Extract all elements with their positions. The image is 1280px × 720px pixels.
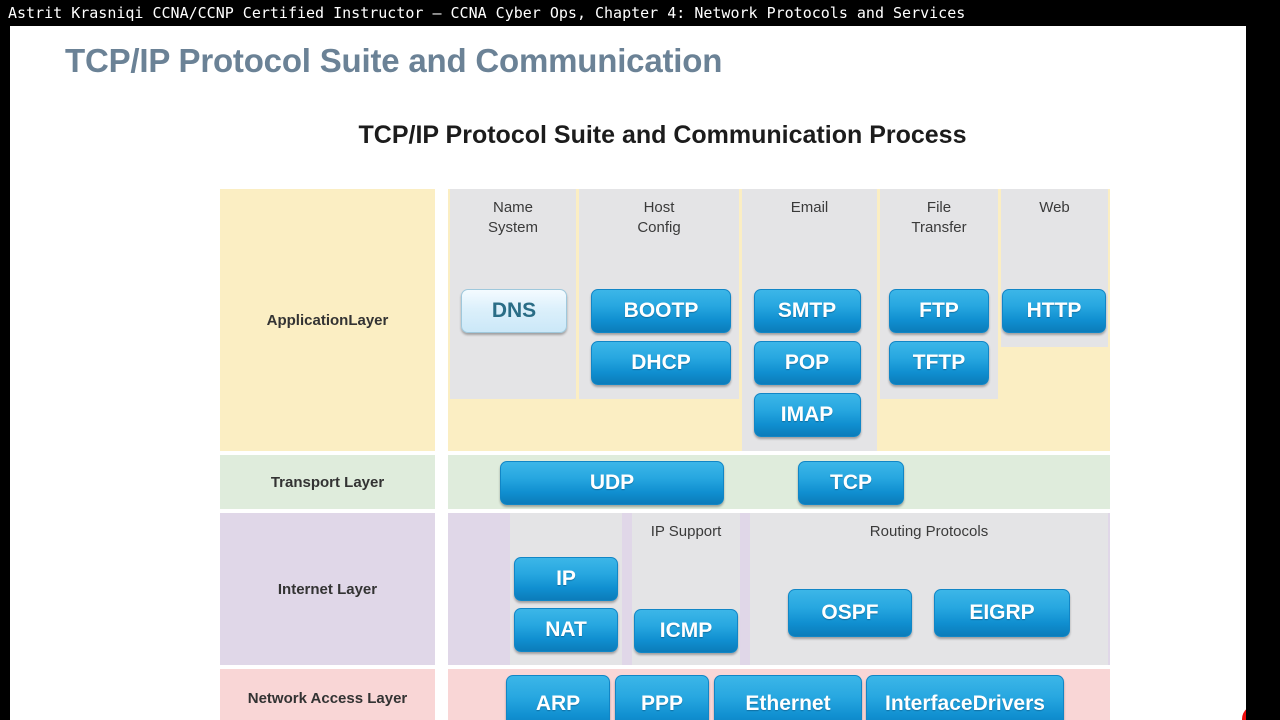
chip-label-line: OSPF (821, 600, 879, 624)
chip-label-line: POP (784, 350, 830, 374)
chip-label-line: NAT (545, 617, 587, 641)
protocol-chip-icmp[interactable]: ICMP (634, 609, 738, 653)
layer-label-internet: Internet Layer (220, 513, 435, 665)
protocol-group-caption: Routing Protocols (750, 522, 1108, 542)
chip-label-line: DHCP (631, 350, 691, 374)
page-title: TCP/IP Protocol Suite and Communication (65, 42, 723, 79)
chip-label-line: HTTP (1026, 298, 1082, 322)
chip-label-line: IP (556, 566, 576, 590)
protocol-chip-eigrp[interactable]: EIGRP (934, 589, 1070, 637)
caption-line: Transfer (911, 218, 967, 236)
layer-label-network-access: Network Access Layer (220, 669, 435, 720)
layer-body-transport: UDP TCP (448, 455, 1110, 509)
chip-label-line: Ethernet (745, 691, 831, 715)
recording-title-bar: Astrit Krasniqi CCNA/CCNP Certified Inst… (0, 0, 1280, 26)
layer-label-line: Network Access Layer (247, 689, 408, 707)
layer-row-network-access: Network Access Layer ARP PPP Ethernet Interf… (215, 669, 1110, 720)
chip-label-line: EIGRP (969, 600, 1035, 624)
layer-label-line: Layer (348, 311, 389, 329)
chip-label-line: SMTP (777, 298, 837, 322)
slide-canvas: TCP/IP Protocol Suite and Communication … (10, 26, 1246, 720)
protocol-chip-nat[interactable]: NAT (514, 608, 618, 652)
layer-label-line: Internet Layer (277, 580, 378, 598)
diagram-title: TCP/IP Protocol Suite and Communication … (358, 121, 967, 149)
chip-label-line: FTP (919, 298, 959, 322)
protocol-chip-imap[interactable]: IMAP (753, 393, 861, 437)
caption-line: IP Support (650, 523, 722, 540)
caption-line: Routing Protocols (869, 523, 989, 540)
recording-indicator (1242, 704, 1246, 720)
chip-label-line: BOOTP (623, 298, 699, 322)
protocol-chip-smtp[interactable]: SMTP (753, 289, 861, 333)
protocol-chip-tcp[interactable]: TCP (798, 461, 904, 505)
protocol-chip-ethernet[interactable]: Ethernet (714, 675, 862, 720)
chip-label-line: ICMP (659, 618, 713, 642)
protocol-chip-udp[interactable]: UDP (500, 461, 724, 505)
protocol-chip-pop[interactable]: POP (753, 341, 861, 385)
chip-label-line: UDP (589, 470, 635, 494)
chip-label-line: ARP (535, 691, 581, 715)
chip-label-line: TFTP (912, 350, 966, 374)
caption-line: Config (637, 218, 681, 236)
chip-label-line: PPP (640, 691, 684, 715)
caption-line: Email (790, 199, 829, 216)
protocol-group-caption: IP Support (632, 522, 740, 542)
tcpip-protocol-suite-diagram: TCP/IP Protocol Suite and Communication … (215, 121, 1110, 720)
protocol-chip-ip[interactable]: IP (514, 557, 618, 601)
chip-label-line: DNS (491, 298, 537, 322)
protocol-chip-arp[interactable]: ARP (506, 675, 610, 720)
chip-label-line: TCP (830, 470, 872, 494)
protocol-chip-ppp[interactable]: PPP (615, 675, 709, 720)
caption-line: Web (1039, 199, 1070, 216)
protocol-chip-tftp[interactable]: TFTP (889, 341, 989, 385)
chip-label-line: Drivers (972, 691, 1045, 715)
protocol-chip-bootp[interactable]: BOOTP (591, 289, 731, 333)
layer-label-line: Application (266, 311, 349, 329)
protocol-group-caption: Web (1001, 198, 1108, 218)
caption-line: System (487, 218, 538, 236)
protocol-chip-ftp[interactable]: FTP (889, 289, 989, 333)
layer-label-transport: Transport Layer (220, 455, 435, 509)
chip-label-line: IMAP (780, 402, 834, 426)
protocol-chip-http[interactable]: HTTP (1002, 289, 1106, 333)
protocol-chip-dns[interactable]: DNS (461, 289, 567, 333)
caption-line: Host (643, 199, 675, 216)
protocol-group-caption: Email (742, 198, 877, 218)
chip-label-line: Interface (885, 691, 973, 715)
layer-label-line: Transport Layer (270, 473, 385, 491)
protocol-chip-dhcp[interactable]: DHCP (591, 341, 731, 385)
protocol-chip-ospf[interactable]: OSPF (788, 589, 912, 637)
caption-line: File (926, 199, 952, 216)
caption-line: Name (492, 199, 533, 216)
layer-row-transport: Transport Layer UDP TCP (215, 455, 1110, 509)
